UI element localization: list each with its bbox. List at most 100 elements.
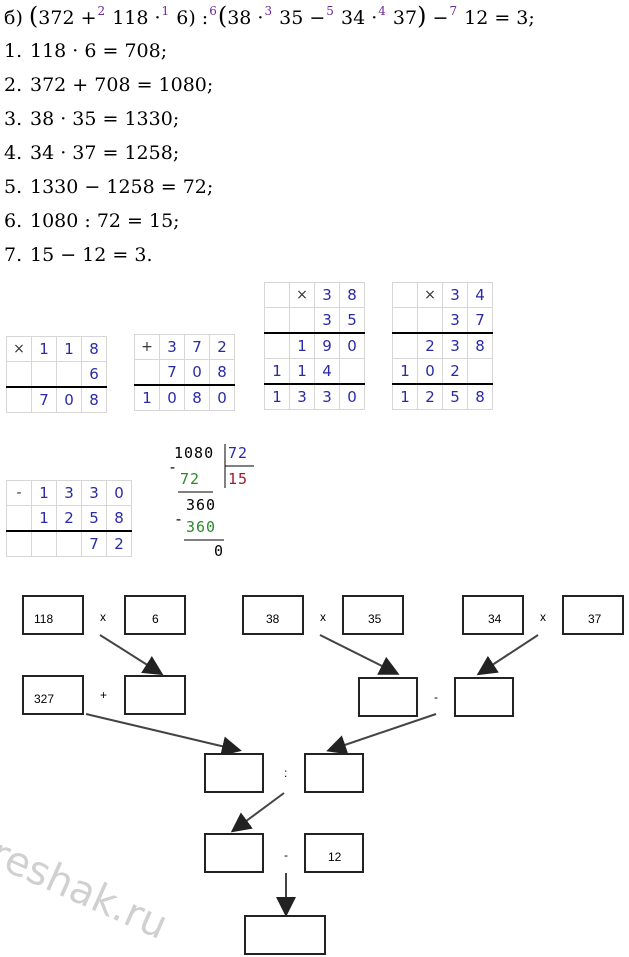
grid-cell: 2 [56, 505, 82, 532]
quotient: 15 [228, 470, 249, 488]
grid-cell: 3 [159, 334, 185, 360]
box-38: 38 [242, 595, 304, 635]
box-118: 118 [22, 595, 84, 635]
grid-cell: 1 [264, 383, 290, 410]
step-line: 7. 15 − 12 = 3. [4, 244, 152, 266]
grid-cell: 8 [81, 386, 107, 413]
grid-cell: 8 [81, 336, 107, 362]
expr-part: 12 = 3; [458, 7, 535, 29]
grid-cell: 2 [417, 332, 443, 359]
task-letter: б) [4, 7, 29, 29]
grid-cell: 0 [56, 386, 82, 413]
op-order: 2 [97, 4, 106, 18]
long-division-lines [178, 444, 254, 541]
grid-cell: 9 [314, 332, 340, 359]
paren-close: ) [417, 2, 427, 30]
box-12: 12 [304, 833, 364, 873]
grid-cell: 3 [56, 480, 82, 506]
box-empty [204, 753, 264, 793]
times-sign: x [100, 610, 106, 624]
step-line: 5. 1330 − 1258 = 72; [4, 176, 213, 198]
grid-cell: 4 [467, 282, 493, 308]
box-value: 38 [266, 612, 280, 626]
paren-open: ( [28, 2, 39, 30]
box-empty [358, 677, 418, 717]
op-order: 4 [378, 4, 386, 18]
box-35: 35 [342, 595, 404, 635]
partial-product: 360 [186, 518, 217, 536]
colon-sign: : [284, 766, 288, 780]
step-number: 5. [4, 176, 23, 198]
minus-sign: - [174, 510, 185, 528]
step-text: 372 + 708 = 1080; [30, 74, 214, 96]
grid-cell: 8 [467, 332, 493, 359]
grid-cell: 8 [184, 384, 210, 411]
step-text: 15 − 12 = 3. [30, 244, 153, 266]
grid-cell [31, 361, 57, 388]
box-value: 6 [152, 612, 159, 626]
grid-cell: 1 [31, 336, 57, 362]
box-value: 12 [328, 850, 342, 864]
grid-cell: × [6, 336, 32, 362]
grid-cell: 7 [467, 307, 493, 334]
expr-part: 118 · [106, 7, 161, 29]
grid-cell: - [6, 480, 32, 506]
minus-sign: - [434, 690, 438, 704]
step-text: 118 · 6 = 708; [30, 40, 168, 62]
grid-cell [134, 359, 160, 386]
grid-cell: 8 [106, 505, 132, 532]
box-value: 34 [488, 612, 502, 626]
step-number: 1. [4, 40, 23, 62]
expression-line: б) (372 +2 118 ·1 6) :6(38 ·3 35 −5 34 ·… [4, 2, 535, 30]
grid-cell: 2 [209, 334, 235, 360]
box-empty [304, 753, 364, 793]
box-value: 327 [34, 692, 55, 706]
grid-cell: 3 [314, 383, 340, 410]
box-6: 6 [124, 595, 186, 635]
grid-cell: + [134, 334, 160, 360]
grid-cell: 1 [134, 384, 160, 411]
grid-cell: 1 [392, 358, 418, 385]
grid-cell: 2 [442, 358, 468, 385]
result-box [244, 915, 326, 955]
box-empty [204, 833, 264, 873]
grid-cell: 8 [209, 359, 235, 386]
expr-part: : [195, 7, 209, 29]
grid-cell: × [289, 282, 315, 308]
step-line: 2.372 + 708 = 1080; [4, 74, 213, 96]
expr-part: 6) [170, 7, 196, 29]
step-number: 7. [4, 244, 23, 266]
op-order: 5 [326, 4, 334, 18]
times-sign: x [540, 610, 546, 624]
step-number: 6. [4, 210, 23, 232]
grid-cell: 8 [339, 282, 365, 308]
grid-cell: 5 [442, 383, 468, 410]
grid-cell [6, 361, 32, 388]
step-line: 6. 1080 : 72 = 15; [4, 210, 180, 232]
step-number: 3. [4, 108, 23, 130]
grid-cell: 3 [314, 307, 340, 334]
expr-part: 34 · [334, 7, 378, 29]
step-text: 1080 : 72 = 15; [30, 210, 180, 232]
long-division: - 1080 72 15 72 360 - 360 0 [168, 442, 268, 567]
grid-cell: 3 [314, 282, 340, 308]
times-sign: x [320, 610, 326, 624]
grid-cell [289, 307, 315, 334]
op-order: 6 [209, 4, 217, 18]
step-text: 1330 − 1258 = 72; [30, 176, 214, 198]
grid-cell: 6 [81, 361, 107, 388]
grid-cell: 2 [106, 530, 132, 557]
partial-product: 72 [180, 470, 201, 488]
expr-part: 35 − [273, 7, 326, 29]
final-remainder: 0 [214, 542, 225, 560]
box-empty [454, 677, 514, 717]
remainder: 360 [186, 496, 217, 514]
box-327: 327 [22, 675, 84, 715]
step-line: 1. 118 · 6 = 708; [4, 40, 167, 62]
grid-cell: 8 [467, 383, 493, 410]
box-37: 37 [562, 595, 624, 635]
